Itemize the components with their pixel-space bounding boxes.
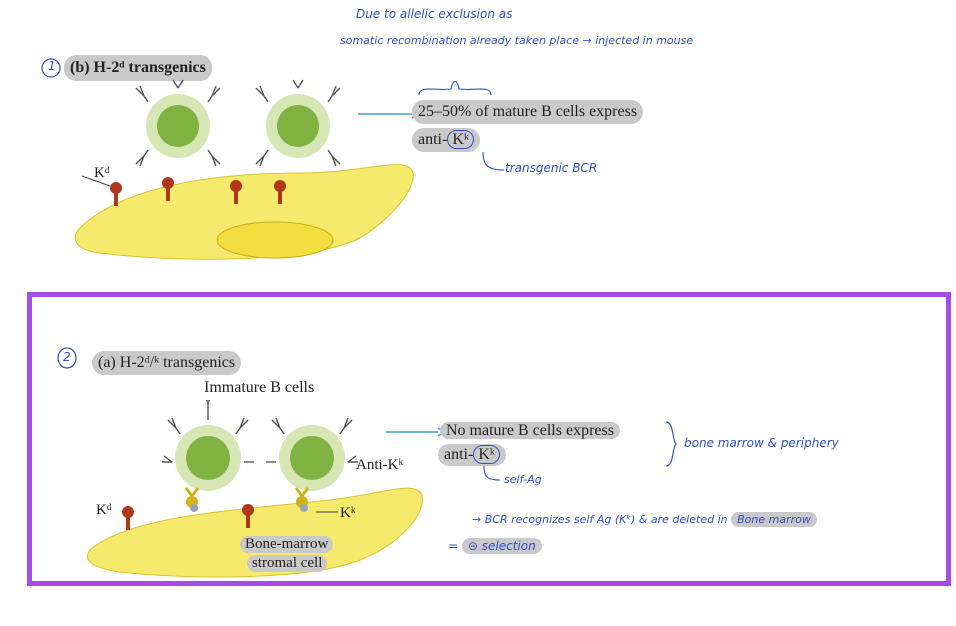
panel-a-bcr-note: → BCR recognizes self Ag (Kᵏ) & are dele… [472,512,817,527]
panel-a-brace [665,421,677,467]
panel-b-number-text: 1 [48,59,56,73]
b-cell-nucleus-2 [277,105,319,147]
bcr-receptors-b [135,79,341,167]
panel-a-title: (a) H-2ᵈ/ᵏ transgenics [92,351,242,375]
panel-a-immature-label: Immature B cells [204,379,315,396]
stromal-label-line-2: stromal cell [247,555,328,572]
bound-kk-complexes-a [184,487,310,512]
panel-a-bcr-note-text: → BCR recognizes self Ag (Kᵏ) & are dele… [472,513,728,526]
panel-b-diagram [74,79,414,260]
mhc-kd-molecules-a [122,504,254,530]
panel-a-number-text: 2 [63,350,71,364]
b-cell-nucleus-1 [157,105,199,147]
panel-a-anti-prefix: anti- [444,446,474,463]
mhc-kd-molecules-b [110,177,286,206]
selection-highlight: ⊝ selection [461,538,542,554]
panel-a-kk: Kᵏ [473,445,500,464]
panel-a-selection: = ⊝ selection [448,538,542,554]
selection-word: selection [481,539,536,553]
panel-b-brace [418,80,492,96]
imm-b-cell-nucleus-2 [290,436,334,480]
panel-b-result-line-2: anti-Kᵏ [412,128,480,152]
panel-b-number [40,57,62,84]
selection-equals: = [448,539,459,553]
note-line-2: somatic recombination already taken plac… [340,34,694,47]
panel-b-title: (b) H-2ᵈ transgenics [64,55,212,81]
panel-a-arrow [386,427,446,437]
panel-b-arrow [358,109,420,119]
panel-b-anti-prefix: anti- [418,131,448,148]
imm-b-cell-nucleus-1 [186,436,230,480]
panel-a-kd-label: Kᵈ [96,502,112,518]
panel-a-result-line-2: anti-Kᵏ [438,444,506,466]
panel-a-self-ag-connector [483,465,501,481]
panel-a-number [56,346,78,375]
panel-a-self-ag: self-Ag [504,473,542,486]
panel-a-result-highlight: No mature B cells express [440,422,620,439]
stromal-label-line-1: Bone-marrow [240,536,334,553]
panel-b-annotation-connector [482,151,505,171]
panel-a-anti-k-label: Anti-Kᵏ [356,457,404,473]
panel-b-kd-label: Kᵈ [94,165,110,181]
panel-b-annotation: transgenic BCR [505,161,598,175]
panel-b-kk: Kᵏ [447,130,474,149]
stromal-nucleus-b [216,221,334,259]
panel-a-brace-note: bone marrow & periphery [684,436,839,450]
note-line-1: Due to allelic exclusion as [356,7,513,21]
panel-a-diagram [86,400,423,578]
bcr-receptors-a [162,400,358,463]
stromal-cell-a [86,487,423,578]
panel-b-result-line-1: 25–50% of mature B cells express [412,100,644,124]
panel-a-result-line-1: No mature B cells express [440,420,620,442]
panel-a-kk-label: Kᵏ [340,505,356,521]
panel-a-bcr-note-highlight: Bone marrow [731,512,817,527]
minus-circle-icon: ⊝ [467,539,478,553]
